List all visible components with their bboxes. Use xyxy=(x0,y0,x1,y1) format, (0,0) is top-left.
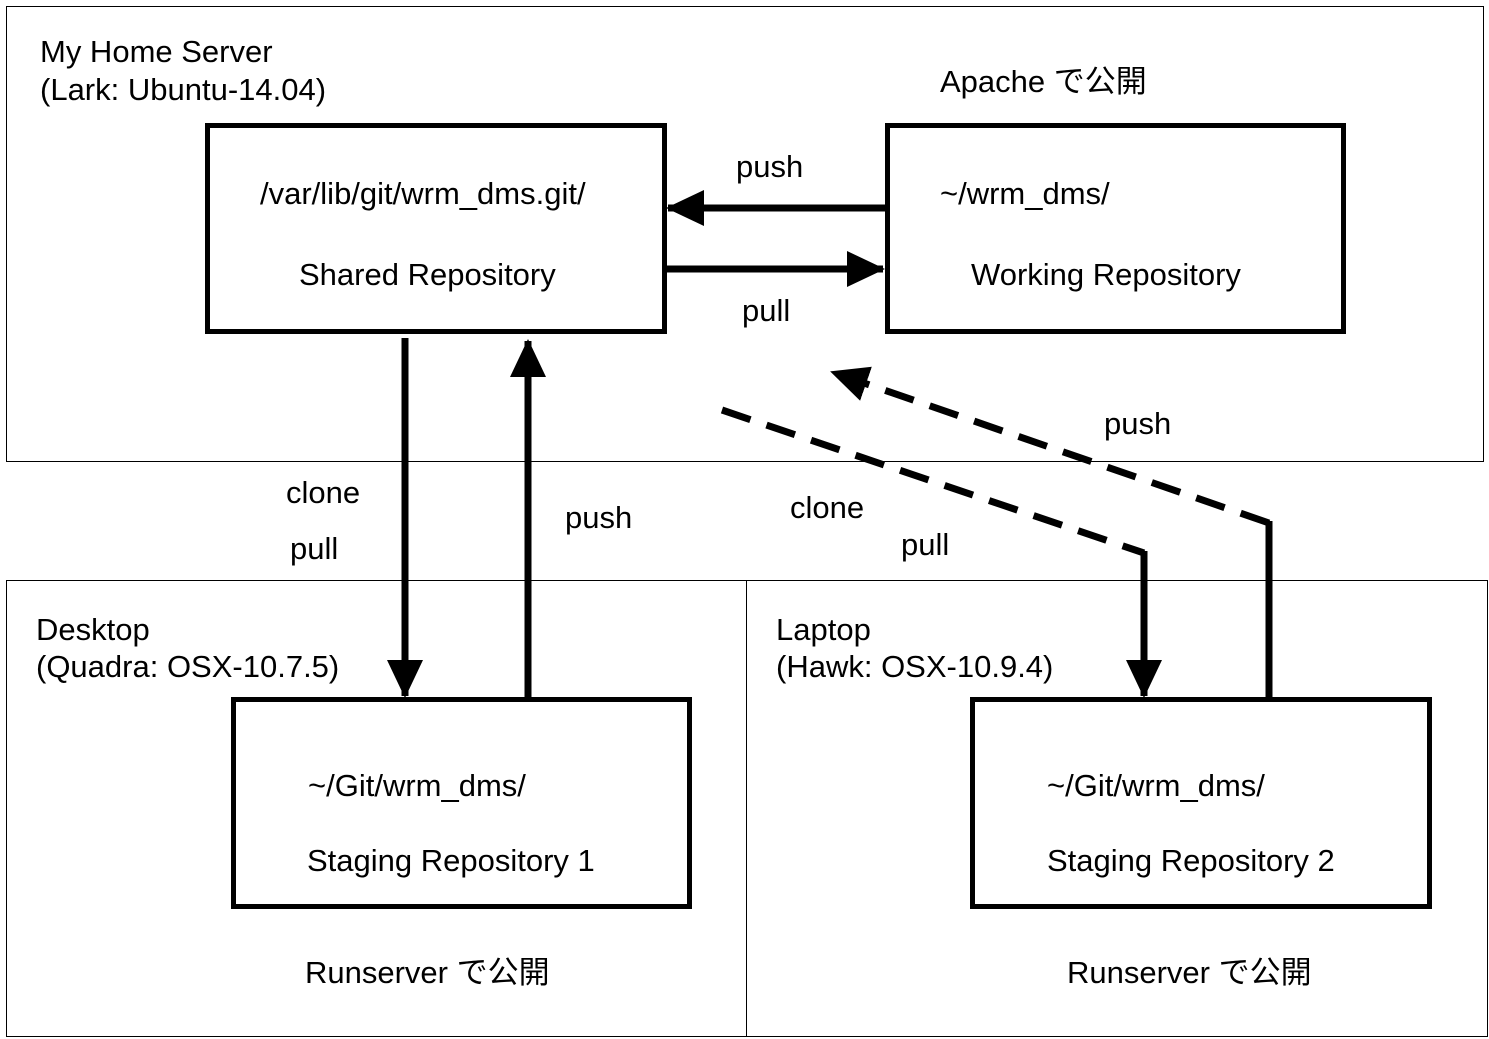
label-clone-staging1: clone xyxy=(286,475,361,510)
shared-repository-box xyxy=(205,123,667,334)
home-server-host: (Lark: Ubuntu-14.04) xyxy=(40,72,327,107)
laptop-title: Laptop xyxy=(776,612,871,647)
shared-repository-label: Shared Repository xyxy=(299,257,556,292)
desktop-host: (Quadra: OSX-10.7.5) xyxy=(36,649,340,684)
apache-publish-note: Apache で公開 xyxy=(940,64,1147,99)
laptop-host: (Hawk: OSX-10.9.4) xyxy=(776,649,1054,684)
staging-repository-2-path: ~/Git/wrm_dms/ xyxy=(1047,768,1265,803)
shared-repository-path: /var/lib/git/wrm_dms.git/ xyxy=(260,176,586,211)
label-clone-staging2: clone xyxy=(790,490,865,525)
staging-repository-1-label: Staging Repository 1 xyxy=(307,843,595,878)
label-push-staging1: push xyxy=(565,500,633,535)
working-repository-box xyxy=(885,123,1346,334)
label-pull-staging2: pull xyxy=(901,527,950,562)
clone-pull-dashed-line xyxy=(720,406,1146,557)
label-push-staging2: push xyxy=(1104,406,1172,441)
label-pull-staging1: pull xyxy=(290,531,339,566)
label-pull-shared-to-working: pull xyxy=(742,293,791,328)
staging-repository-2-label: Staging Repository 2 xyxy=(1047,843,1335,878)
laptop-publish-note: Runserver で公開 xyxy=(1067,955,1312,990)
staging-repository-1-box xyxy=(231,697,692,909)
push-dashed-arrow-staging2-to-server xyxy=(830,366,1271,527)
working-repository-path: ~/wrm_dms/ xyxy=(940,176,1110,211)
home-server-title: My Home Server xyxy=(40,34,273,69)
staging-repository-2-box xyxy=(970,697,1432,909)
staging-repository-1-path: ~/Git/wrm_dms/ xyxy=(308,768,526,803)
desktop-title: Desktop xyxy=(36,612,150,647)
desktop-publish-note: Runserver で公開 xyxy=(305,955,550,990)
working-repository-label: Working Repository xyxy=(971,257,1241,292)
label-push-working-to-shared: push xyxy=(736,149,804,184)
